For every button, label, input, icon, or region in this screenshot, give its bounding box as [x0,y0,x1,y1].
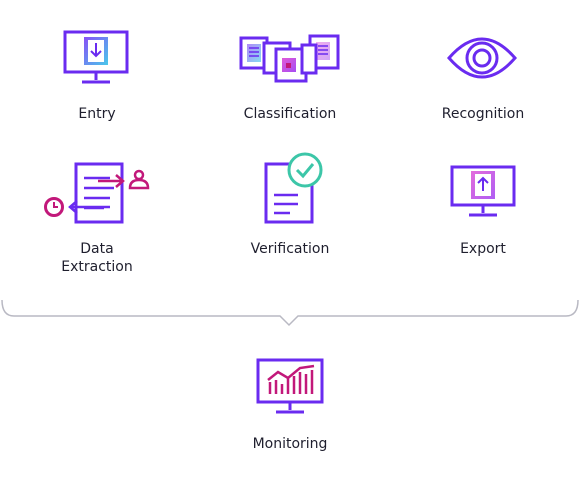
label-entry: Entry [78,106,116,122]
grouping-bracket [1,299,579,327]
label-data-extraction-line-1: Data [80,241,114,257]
label-recognition: Recognition [441,106,525,122]
label-data-extraction-line-2: Extraction [61,259,133,275]
label-export: Export [460,241,506,257]
recognition-eye-icon [447,37,517,79]
data-extraction-icon [44,162,150,224]
label-monitoring: Monitoring [252,436,328,452]
label-verification: Verification [250,241,330,257]
verification-check-icon [264,152,323,224]
label-classification: Classification [243,106,337,122]
classification-documents-icon [239,34,340,83]
export-monitor-icon [450,165,516,217]
entry-monitor-icon [63,30,129,84]
monitoring-chart-icon [256,358,324,414]
label-data-extraction: Data Extraction [2,240,192,276]
